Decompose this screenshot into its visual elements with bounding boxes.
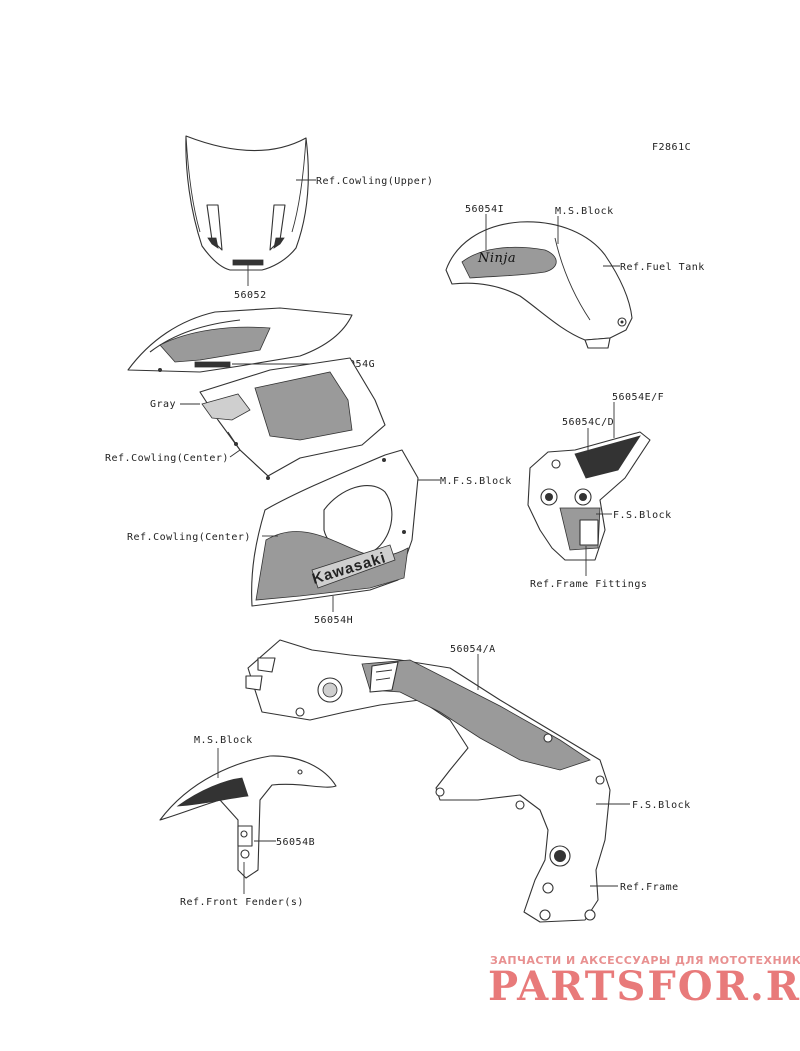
tank-ninja-decal: Ninja — [477, 251, 516, 266]
main-frame-part[interactable] — [245, 639, 611, 923]
frame-fitting-part[interactable] — [527, 431, 651, 561]
label-56054g: 56054G — [336, 359, 375, 370]
label-ref-cowling-upper: Ref.Cowling(Upper) — [316, 176, 433, 187]
label-56054ef: 56054E/F — [612, 392, 664, 403]
label-ms-block-tank: M.S.Block — [555, 206, 614, 217]
side-cowling-upper-part[interactable] — [127, 307, 353, 373]
windshield-decal — [232, 259, 264, 266]
label-ref-front-fender: Ref.Front Fender(s) — [180, 897, 304, 908]
label-56052: 56052 — [234, 290, 267, 301]
label-56054cd: 56054C/D — [562, 417, 614, 428]
watermark-brand: PARTSFOR.RU — [488, 963, 800, 1010]
label-ms-block-fender: M.S.Block — [194, 735, 253, 746]
label-ref-frame-fittings: Ref.Frame Fittings — [530, 579, 647, 590]
label-56054b: 56054B — [276, 837, 315, 848]
label-ref-cowling-center-2: Ref.Cowling(Center) — [127, 532, 251, 543]
windshield-part[interactable] — [185, 135, 309, 271]
label-gray: Gray — [150, 399, 176, 410]
label-ref-cowling-center-1: Ref.Cowling(Center) — [105, 453, 229, 464]
watermark: ЗАПЧАСТИ И АКСЕССУАРЫ ДЛЯ МОТОТЕХНИКИ PA… — [488, 954, 800, 1010]
label-ref-frame: Ref.Frame — [620, 882, 679, 893]
figure-code: F2861C — [652, 142, 691, 153]
label-mfs-block: M.F.S.Block — [440, 476, 512, 487]
label-fs-block-frame: F.S.Block — [632, 800, 691, 811]
label-56054a: 56054/A — [450, 644, 496, 655]
center-cowling-part[interactable] — [199, 357, 386, 480]
fuel-tank-part[interactable] — [445, 221, 633, 349]
label-ref-fuel-tank: Ref.Fuel Tank — [620, 262, 705, 273]
label-fs-block-fittings: F.S.Block — [613, 510, 672, 521]
label-56054h: 56054H — [314, 615, 353, 626]
front-fender-part[interactable] — [159, 755, 337, 879]
lower-cowling-part[interactable] — [251, 449, 419, 607]
label-56054i: 56054I — [465, 204, 504, 215]
watermark-tagline: ЗАПЧАСТИ И АКСЕССУАРЫ ДЛЯ МОТОТЕХНИКИ — [490, 954, 800, 967]
